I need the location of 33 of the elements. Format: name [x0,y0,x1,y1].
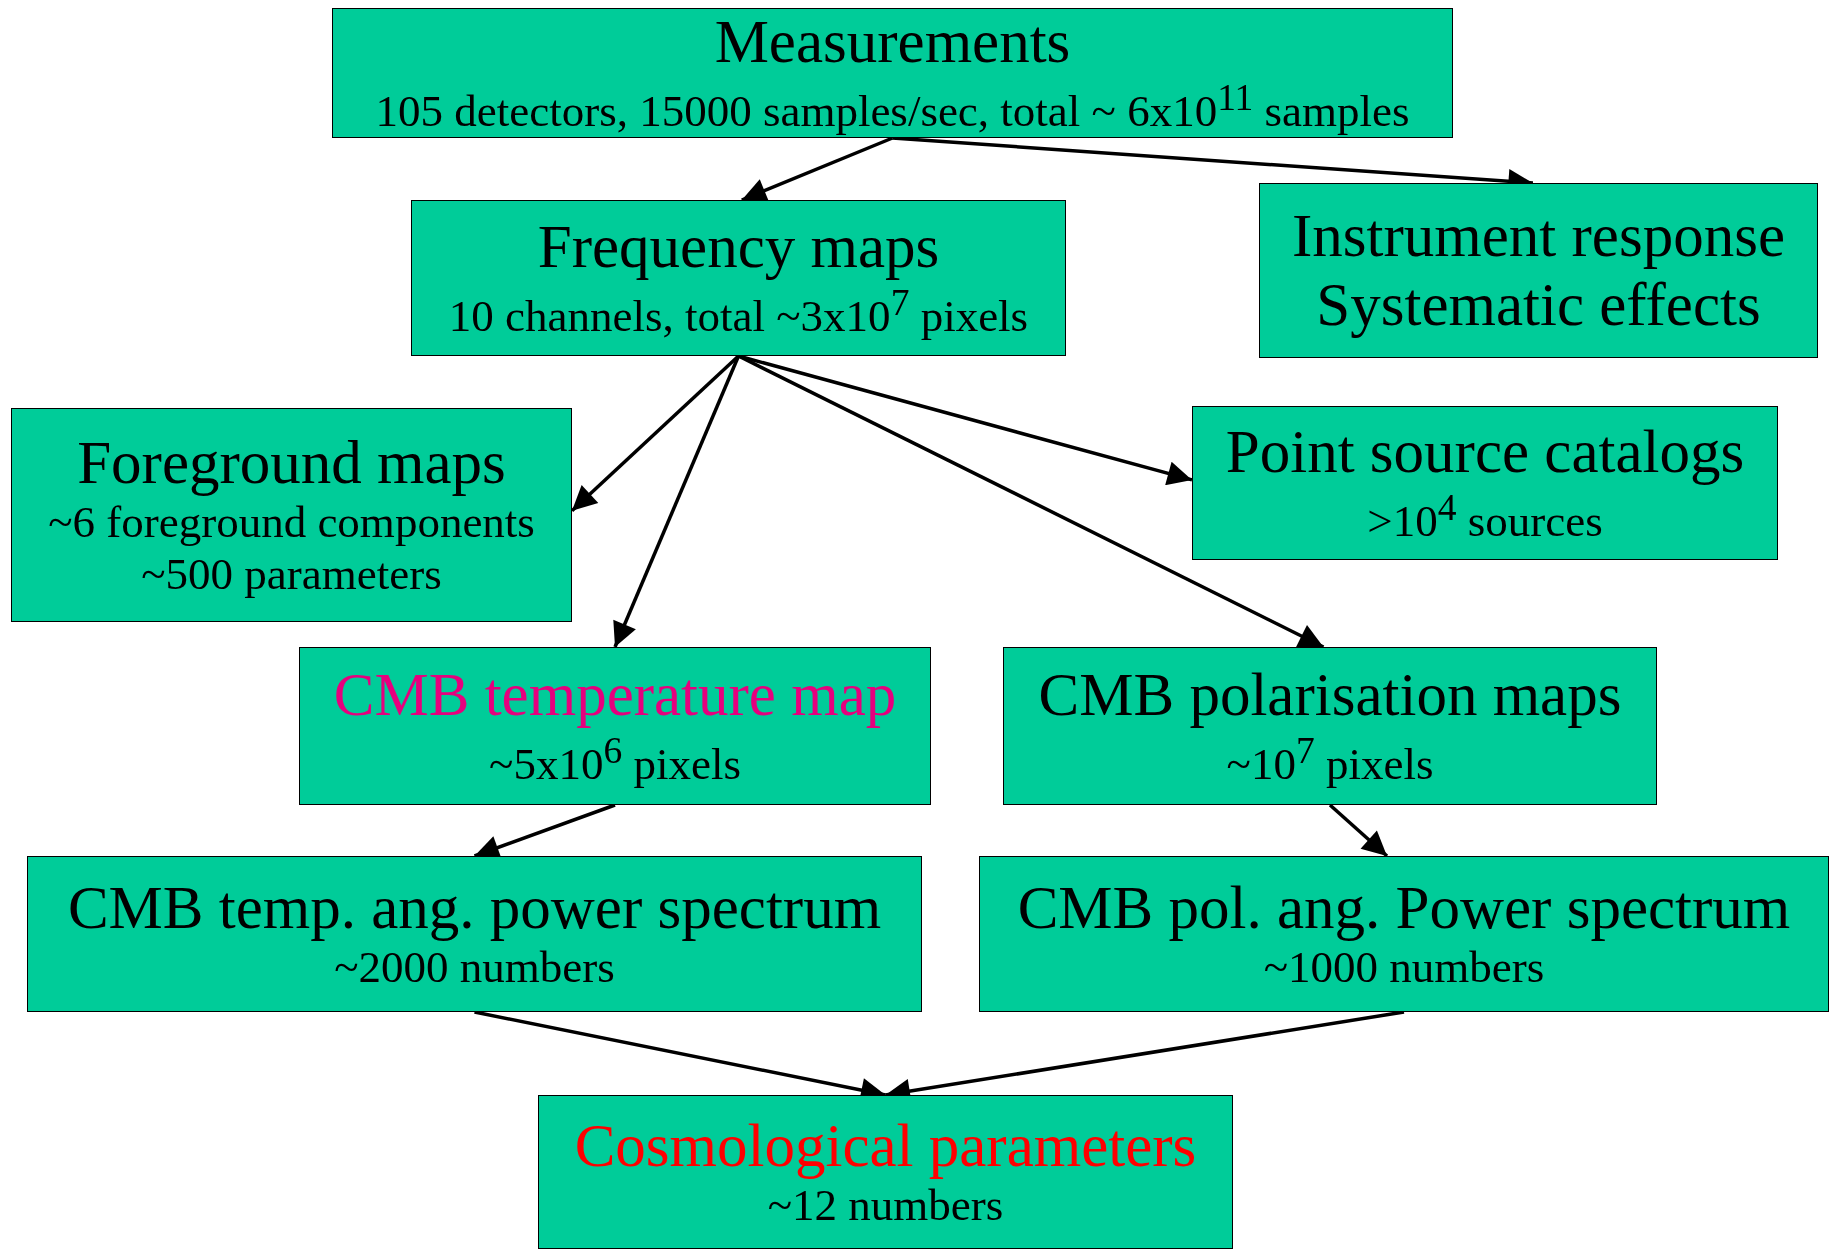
box-heading: Measurements [714,7,1071,77]
process-box [27,856,922,1012]
box-heading: CMB temperature map [333,660,897,730]
box-detail: ~5x10$^{6}$ pixels [489,729,741,792]
process-box [1192,406,1778,560]
box-heading: CMB pol. ang. Power spectrum [1017,873,1791,943]
process-box [1003,647,1657,805]
box-detail: >10$^{4}$ sources [1367,486,1603,549]
box-heading: Foreground maps [77,429,506,498]
arrow [741,136,894,202]
box-detail: ~6 foreground components ~500 parameters [47,497,536,601]
process-box [538,1095,1233,1249]
process-box [299,647,931,805]
process-box [979,856,1829,1012]
box-detail: 105 detectors, 15000 samples/sec, total ~ 6x10$^{11}$ samples [375,76,1410,139]
box-heading: CMB polarisation maps [1038,660,1622,730]
box-heading: Cosmological parameters [574,1111,1197,1181]
box-detail: ~10$^{7}$ pixels [1226,729,1434,792]
process-box [332,8,1453,138]
process-box [1259,183,1818,358]
arrow [613,355,741,648]
arrow [738,354,1193,486]
process-box [411,200,1066,356]
box-heading: Point source catalogs [1225,417,1745,487]
box-heading: Instrument response Systematic effects [1291,202,1786,339]
box-detail: ~1000 numbers [1263,942,1545,995]
box-heading: CMB temp. ang. power spectrum [67,873,882,943]
box-detail: 10 channels, total ~3x10$^{7}$ pixels [448,281,1029,344]
process-box [11,408,572,622]
arrow [1328,803,1389,858]
box-heading: Frequency maps [537,212,940,282]
box-detail: ~2000 numbers [334,942,615,995]
box-detail: ~12 numbers [767,1180,1004,1233]
